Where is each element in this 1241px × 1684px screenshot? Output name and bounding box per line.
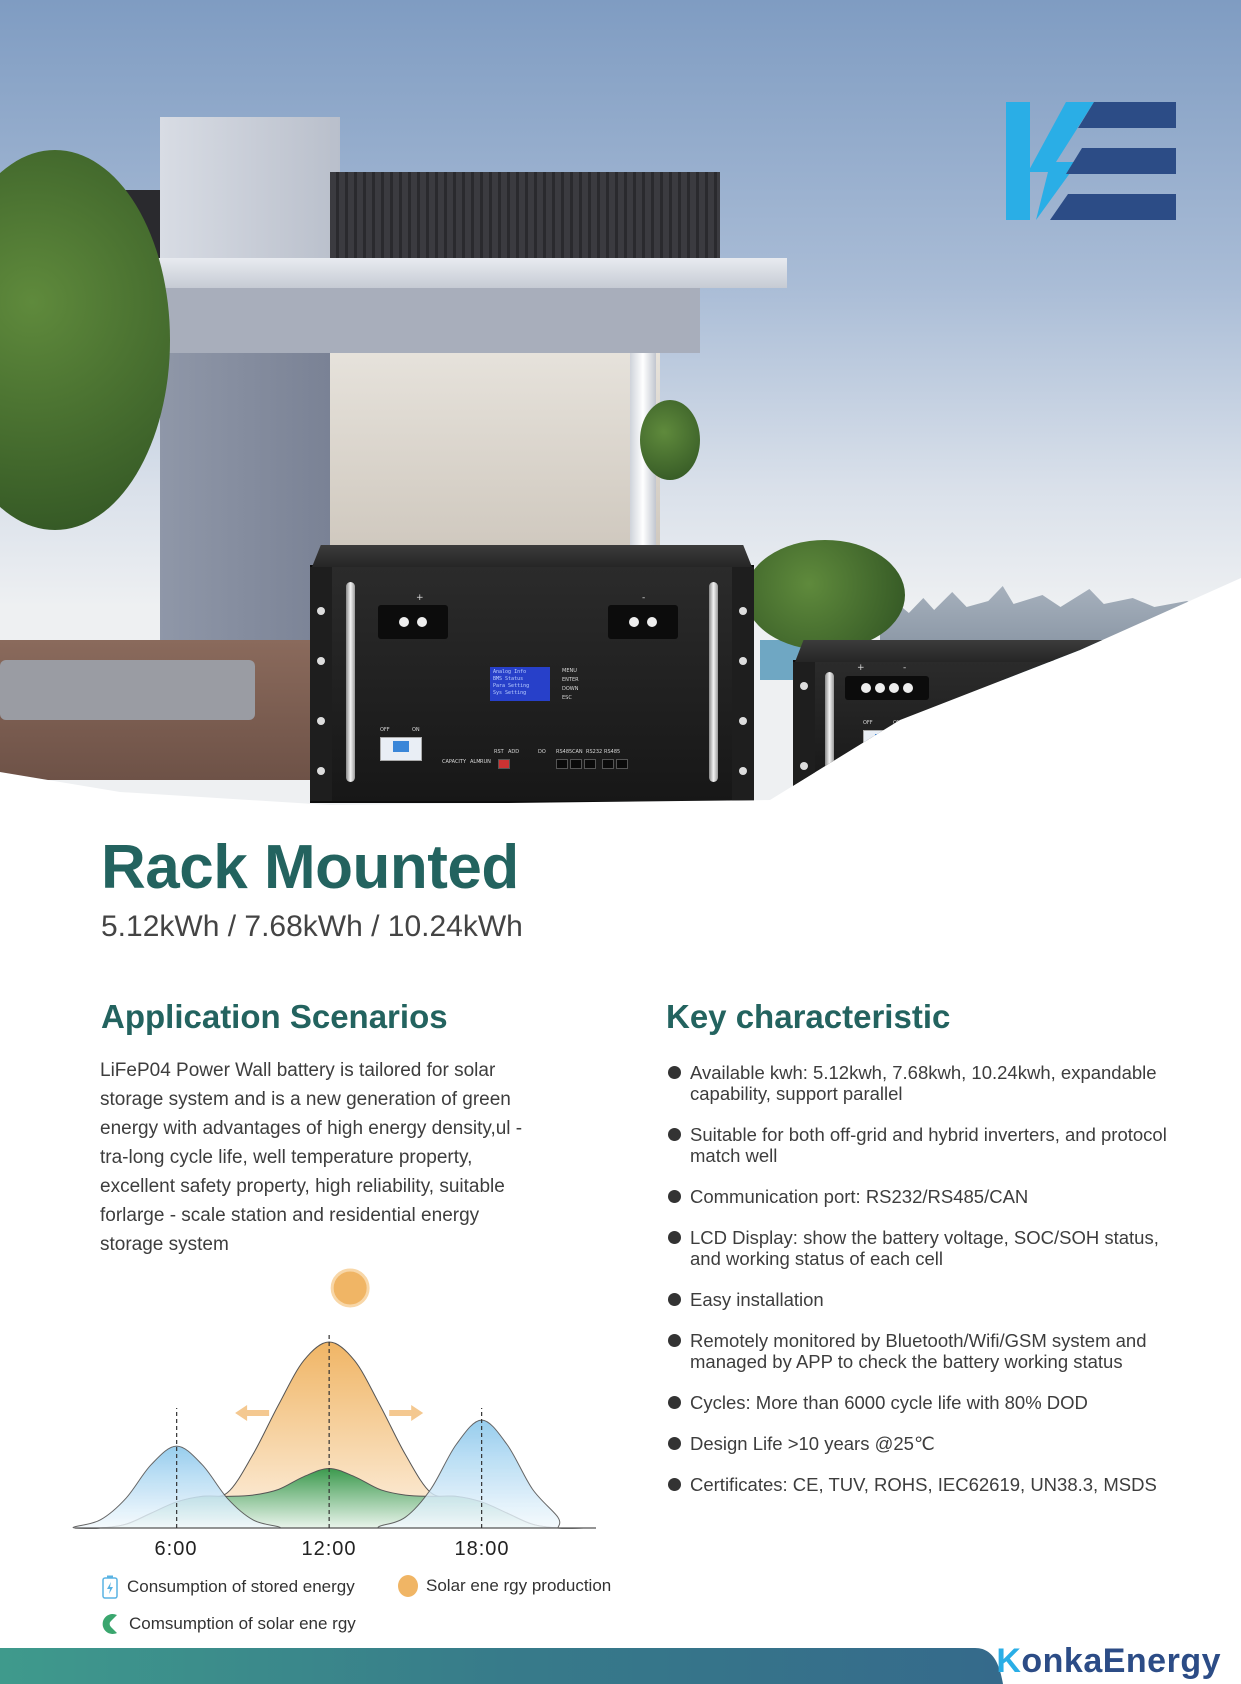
legend-solar-production: Solar ene rgy production bbox=[398, 1575, 611, 1597]
bullet-icon bbox=[668, 1231, 681, 1244]
battery-charge-icon bbox=[102, 1575, 118, 1599]
list-item: Remotely monitored by Bluetooth/Wifi/GSM… bbox=[668, 1330, 1188, 1372]
key-list: Available kwh: 5.12kwh, 7.68kwh, 10.24kw… bbox=[668, 1062, 1188, 1515]
bullet-icon bbox=[668, 1334, 681, 1347]
terminals bbox=[845, 676, 929, 700]
legend-solar-consumption: Comsumption of solar ene rgy bbox=[101, 1613, 356, 1635]
moon-icon bbox=[468, 1333, 488, 1368]
key-heading: Key characteristic bbox=[666, 998, 951, 1035]
legend-stored-energy: Consumption of stored energy bbox=[101, 1575, 355, 1599]
bullet-icon bbox=[668, 1128, 681, 1141]
footer-band bbox=[0, 1648, 1003, 1684]
page-title: Rack Mounted bbox=[101, 833, 519, 902]
bullet-icon bbox=[668, 1396, 681, 1409]
list-item: Cycles: More than 6000 cycle life with 8… bbox=[668, 1392, 1188, 1413]
capacity-subtitle: 5.12kWh / 7.68kWh / 10.24kWh bbox=[101, 910, 523, 943]
daybed bbox=[0, 660, 255, 720]
arrow-left-icon bbox=[235, 1405, 270, 1421]
house-wall bbox=[160, 353, 330, 653]
moon-icon bbox=[163, 1333, 183, 1368]
battery-small: + - OFF ON CAPACITY ALM RUN RST ADD DO R… bbox=[793, 640, 1221, 795]
tick-label: 12:00 bbox=[301, 1538, 357, 1560]
list-item: Suitable for both off-grid and hybrid in… bbox=[668, 1124, 1188, 1166]
sun-dot-icon bbox=[398, 1575, 418, 1597]
bullet-icon bbox=[668, 1190, 681, 1203]
bullet-icon bbox=[668, 1437, 681, 1450]
energy-day-chart bbox=[72, 1268, 596, 1529]
bullet-icon bbox=[668, 1478, 681, 1491]
negative-terminal bbox=[608, 605, 678, 639]
list-item: Available kwh: 5.12kwh, 7.68kwh, 10.24kw… bbox=[668, 1062, 1188, 1104]
list-item: Communication port: RS232/RS485/CAN bbox=[668, 1186, 1188, 1207]
tree-mid bbox=[640, 400, 700, 480]
tick-label: 18:00 bbox=[454, 1538, 510, 1560]
positive-terminal bbox=[378, 605, 448, 639]
solar-panels bbox=[330, 172, 720, 267]
list-item: Certificates: CE, TUV, ROHS, IEC62619, U… bbox=[668, 1474, 1188, 1495]
sun-icon bbox=[330, 1268, 370, 1308]
breaker-switch[interactable] bbox=[380, 737, 422, 761]
ke-logo bbox=[1006, 102, 1176, 220]
footer-logo: KonkaEnergy bbox=[996, 1642, 1221, 1680]
tick-label: 6:00 bbox=[154, 1538, 198, 1560]
tree-right bbox=[745, 540, 905, 650]
list-item: Design Life >10 years @25℃ bbox=[668, 1433, 1188, 1454]
series-stored-consumption-evening bbox=[377, 1419, 561, 1529]
application-text: LiFeP04 Power Wall battery is tailored f… bbox=[100, 1060, 523, 1255]
interior bbox=[330, 353, 660, 553]
bullet-icon bbox=[668, 1066, 681, 1079]
breaker-switch[interactable] bbox=[863, 730, 903, 754]
arrow-right-icon bbox=[389, 1405, 424, 1421]
series-stored-consumption-morning bbox=[72, 1445, 281, 1529]
list-item: Easy installation bbox=[668, 1289, 1188, 1310]
green-crescent-icon bbox=[102, 1614, 117, 1634]
bullet-icon bbox=[668, 1293, 681, 1306]
application-heading: Application Scenarios bbox=[101, 998, 448, 1035]
house-chimney-block bbox=[160, 117, 340, 267]
list-item: LCD Display: show the battery voltage, S… bbox=[668, 1227, 1188, 1269]
city-skyline bbox=[880, 586, 1241, 640]
